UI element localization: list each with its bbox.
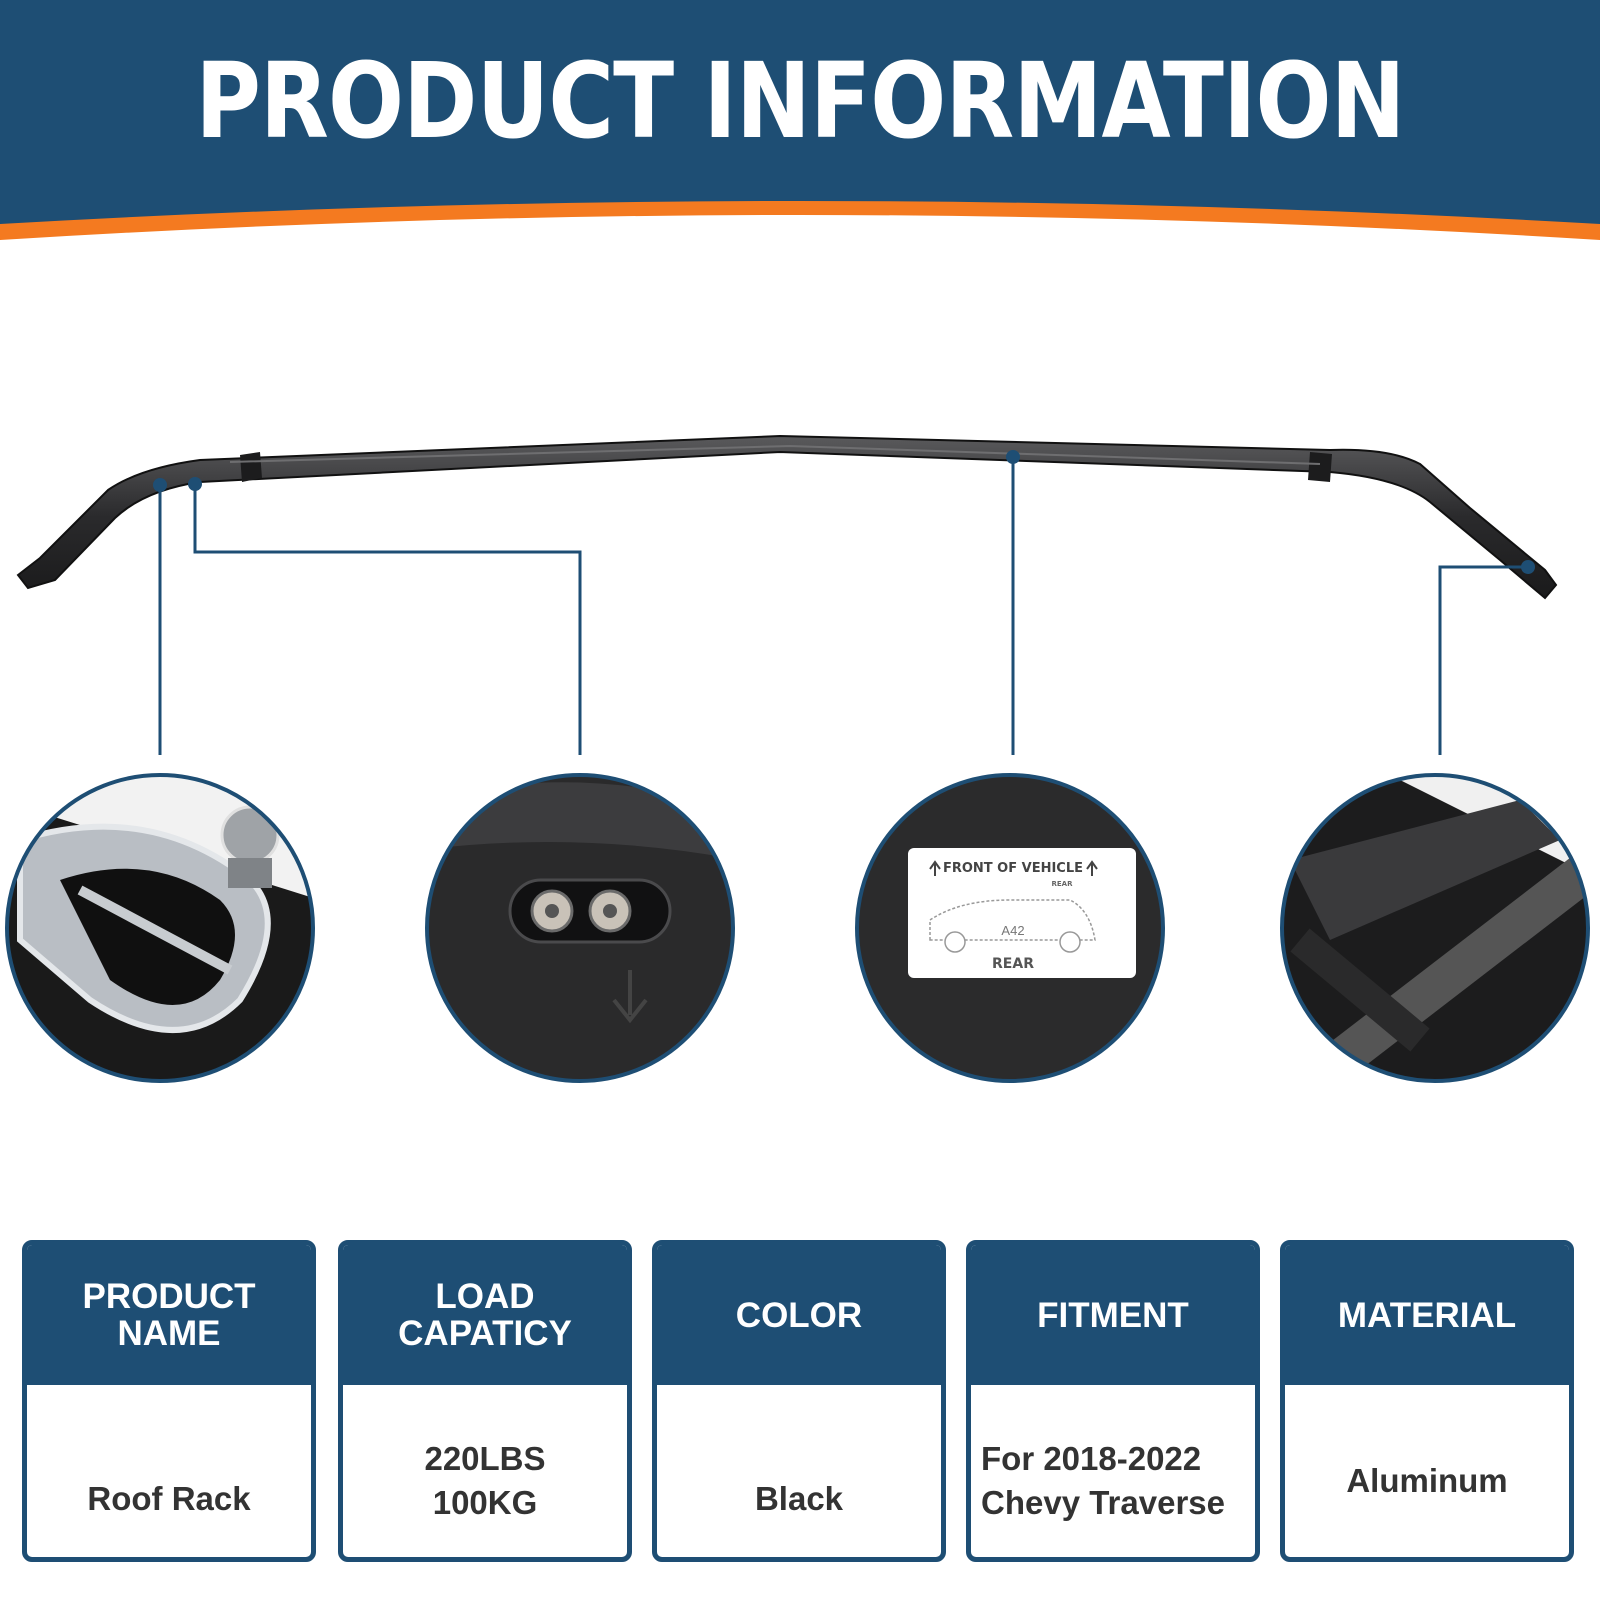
spec-heading: FITMENT [971, 1245, 1255, 1385]
label-rear-small-text: REAR [1052, 880, 1074, 888]
detail-circle-cross-section [5, 773, 315, 1083]
spec-card-material: MATERIAL Aluminum [1280, 1240, 1574, 1562]
header-banner: PRODUCT INFORMATION [0, 0, 1600, 240]
spec-card-load-capacity: LOAD CAPATICY 220LBS 100KG [338, 1240, 632, 1562]
detail-circle-bolts [425, 773, 735, 1083]
detail-circle-mount [1280, 773, 1590, 1083]
spec-heading: LOAD CAPATICY [343, 1245, 627, 1385]
spec-card-product-name: PRODUCT NAME Roof Rack [22, 1240, 316, 1562]
label-rear-text: REAR [992, 956, 1034, 972]
spec-heading: COLOR [657, 1245, 941, 1385]
label-model-text: A42 [1001, 923, 1024, 938]
spec-value: Aluminum [1346, 1462, 1508, 1499]
spec-card-fitment: FITMENT For 2018-2022 Chevy Traverse [966, 1240, 1260, 1562]
spec-value: Roof Rack [87, 1480, 251, 1517]
banner-shape [0, 0, 1600, 240]
spec-value: For 2018-2022 Chevy Traverse [981, 1440, 1226, 1521]
roof-rack-bar [16, 434, 1558, 600]
callout-lines [158, 457, 1528, 755]
spec-heading: PRODUCT NAME [27, 1245, 311, 1385]
label-front-text: FRONT OF VEHICLE [943, 861, 1083, 876]
spec-value: Black [754, 1480, 844, 1517]
page-title: PRODUCT INFORMATION [195, 40, 1405, 162]
detail-circle-label: FRONT OF VEHICLE REAR A42 REAR [855, 773, 1165, 1083]
spec-card-color: COLOR Black [652, 1240, 946, 1562]
spec-heading: MATERIAL [1285, 1245, 1569, 1385]
spec-value: 220LBS 100KG [424, 1440, 546, 1521]
callout-dots [153, 450, 1535, 574]
product-illustration: FRONT OF VEHICLE REAR A42 REAR [0, 240, 1600, 1120]
